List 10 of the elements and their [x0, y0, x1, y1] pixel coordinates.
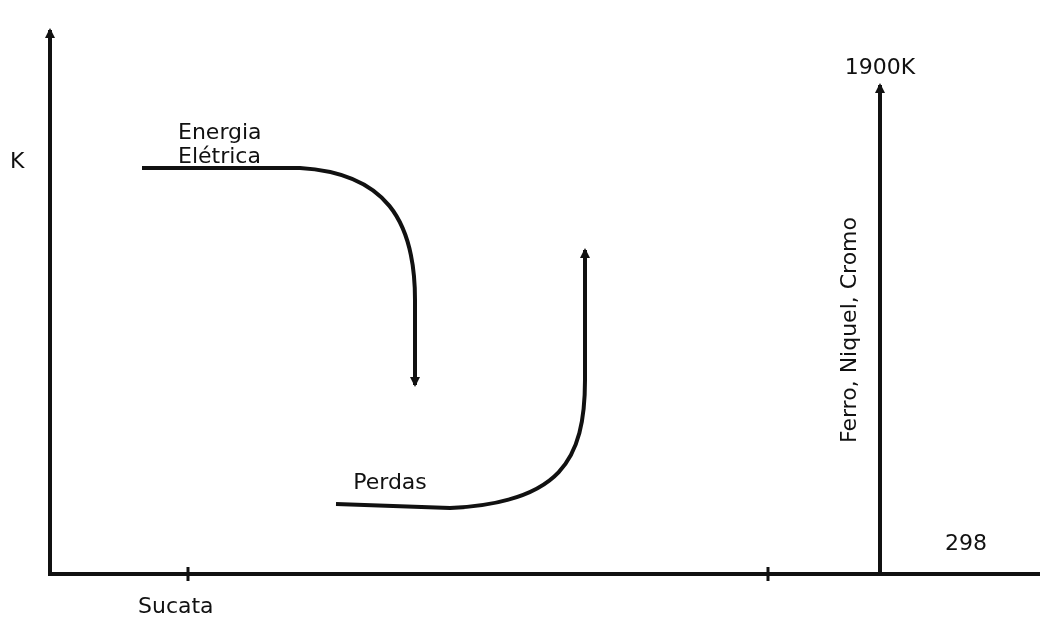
arrow	[142, 166, 420, 387]
arrow	[875, 83, 885, 572]
text-label: Energia Elétrica	[142, 120, 292, 168]
edge-label: Ferro, Niquel, Cromo	[835, 217, 861, 443]
axis-label: Sucata	[138, 593, 214, 618]
text-label: Perdas	[340, 470, 440, 500]
value-label: 298	[945, 530, 987, 555]
axis-label: K	[10, 148, 25, 173]
text-label: 1900K	[835, 55, 925, 85]
arrow	[335, 248, 590, 510]
